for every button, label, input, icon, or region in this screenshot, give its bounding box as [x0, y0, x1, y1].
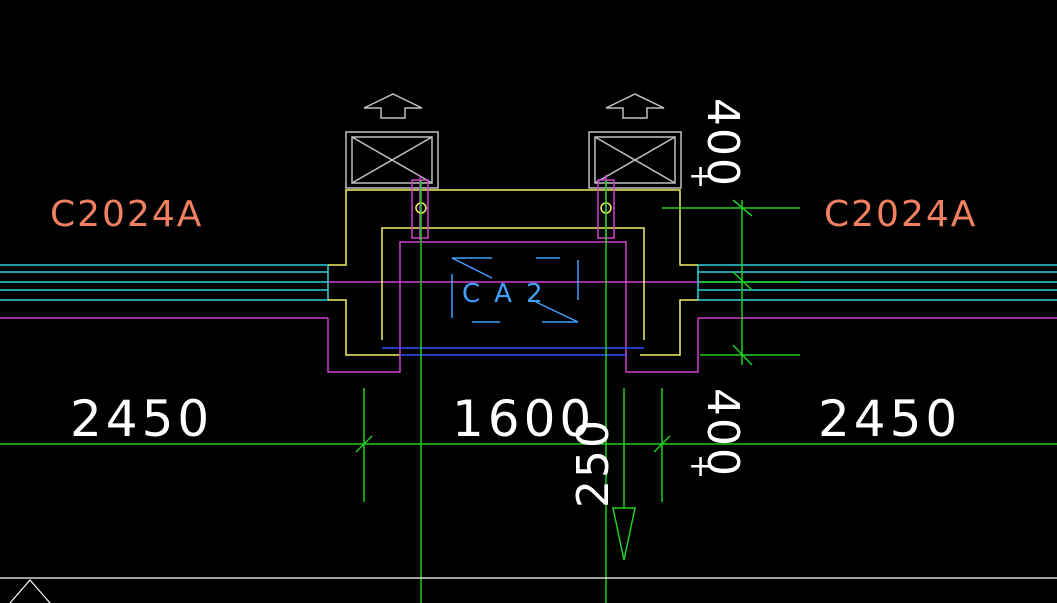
window-label-right: C2024A	[824, 194, 977, 235]
down-arrow-icon	[612, 507, 636, 561]
blue-threshold-lines	[382, 347, 644, 356]
vertical-dimension-right	[662, 199, 800, 366]
window-label-left: C2024A	[50, 194, 203, 235]
ca2-tag-frame	[451, 257, 579, 323]
yellow-outer-outline	[328, 189, 698, 266]
dimension-label-vertical-bottom: 400	[697, 388, 748, 478]
crossed-box-icon	[588, 131, 682, 189]
dimension-label-right: 2450	[818, 390, 961, 448]
dimension-label-left: 2450	[70, 390, 213, 448]
yellow-lower-outline-right	[640, 299, 698, 356]
magenta-shaft-outline	[327, 241, 699, 373]
dimension-label-center: 1600	[452, 390, 595, 448]
plus-mark-top: +	[688, 159, 713, 194]
dimension-label-vertical-top: 400	[697, 98, 748, 188]
right-wall-lines	[698, 264, 1057, 319]
dimension-extension-lines	[355, 180, 671, 603]
triangle-icon	[9, 579, 51, 603]
up-arrow-icon	[605, 93, 665, 119]
yellow-inner-outline	[381, 227, 645, 340]
plus-mark-bottom: +	[688, 449, 713, 484]
yellow-lower-outline-left	[328, 299, 400, 356]
crossed-box-icon	[345, 131, 439, 189]
center-tag-label: CA2	[462, 279, 556, 309]
left-wall-lines	[0, 264, 328, 319]
duct-left	[411, 175, 429, 240]
dimension-label-vertical-center: 250	[568, 418, 619, 508]
up-arrow-icon	[363, 93, 423, 119]
